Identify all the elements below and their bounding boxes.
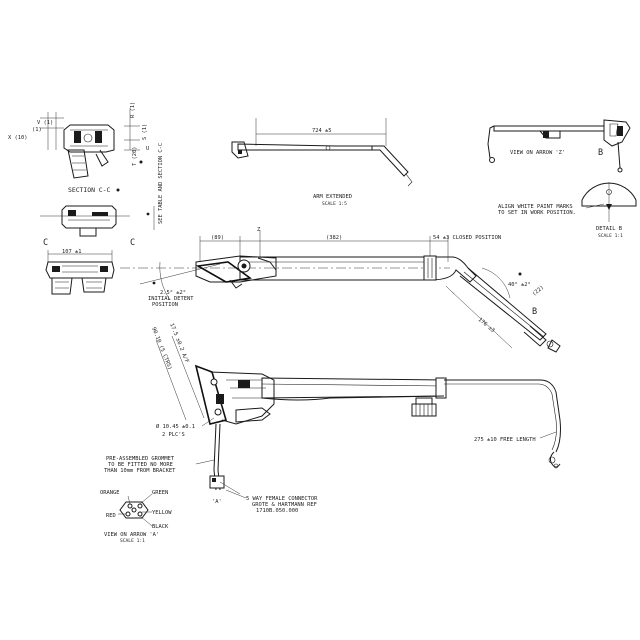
view-on-arrow-a: VIEW ON ARROW 'A': [104, 532, 159, 538]
dim-2-5deg: 2.5° ±2°: [160, 290, 186, 296]
view-a-scale: SCALE 1:1: [120, 538, 145, 544]
wire-green: GREEN: [152, 490, 168, 496]
dim-t: T (20): [132, 147, 138, 166]
detail-b-title: DETAIL B: [596, 226, 622, 232]
dim-plcs: 2 PLC'S: [162, 432, 185, 438]
dim-paren1: (1): [32, 127, 42, 133]
label-c-left: C: [43, 238, 48, 248]
wire-orange: ORANGE: [100, 490, 119, 496]
dim-17: 17.5 ±0.2 A/F: [168, 323, 189, 364]
dim-22: (22): [531, 285, 545, 298]
label-c-right: C: [130, 238, 135, 248]
view-c-bottom: C C 107 ±1: [43, 238, 135, 295]
detail-b-scale: SCALE 1:1: [598, 233, 623, 239]
arm-extended-view: 724 ±5 ARM EXTENDED SCALE 1:5: [231, 118, 413, 207]
dim-u: U: [146, 146, 149, 152]
dim-724: 724 ±5: [312, 128, 331, 134]
dim-r: R (1): [130, 102, 136, 118]
label-a: 'A': [212, 499, 222, 505]
dim-dia: Ø 10.45 ±0.1: [156, 423, 195, 430]
dim-176: 176 ±3: [477, 317, 496, 334]
section-cc-view: V (1) X (10) (1) R (1) S (1) T (20) U SE…: [8, 102, 149, 194]
grommet-1: PRE-ASSEMBLED GROMMET: [106, 456, 175, 462]
section-cc-title: SECTION C-C: [68, 186, 110, 194]
dim-54: 54 ±3 CLOSED POSITION: [433, 235, 501, 241]
dim-90: 90.10 (5 CTRS): [150, 327, 173, 371]
dim-89: (89): [211, 235, 224, 241]
initial-detent-2: POSITION: [152, 302, 178, 308]
view-on-arrow-z: VIEW ON ARROW 'Z': [510, 150, 565, 156]
label-b-top: B: [598, 148, 603, 158]
arm-extended-label: ARM EXTENDED: [313, 194, 352, 200]
dim-x: X (10): [8, 135, 27, 141]
wire-red: RED: [106, 513, 116, 519]
grommet-2: TO BE FITTED NO MORE: [108, 462, 173, 468]
label-z: Z: [257, 227, 261, 233]
wire-yellow: YELLOW: [152, 510, 172, 516]
dim-107: 107 ±1: [62, 249, 81, 255]
lower-assembly-view: 90.10 (5 CTRS) 17.5 ±0.2 A/F 'A': [104, 323, 561, 514]
align-note-2: TO SET IN WORK POSITION.: [498, 210, 576, 216]
dim-40deg: 40° ±2°: [508, 282, 531, 288]
initial-detent-1: INITIAL DETENT: [148, 296, 194, 302]
dim-v: V (1): [37, 120, 53, 126]
view-arrow-a: ORANGE GREEN RED YELLOW BLACK VIEW ON AR…: [100, 490, 172, 544]
connector-3: 1710B.050.000: [256, 508, 298, 514]
view-arrow-z: VIEW ON ARROW 'Z' B: [487, 119, 631, 173]
main-arm-view: (89) Z (382) 54 ±3 CLOSED POSITION: [120, 227, 561, 353]
align-note-1: ALIGN WHITE PAINT MARKS: [498, 204, 573, 210]
wire-black: BLACK: [152, 524, 169, 530]
detail-b-view: ALIGN WHITE PAINT MARKS TO SET IN WORK P…: [498, 182, 637, 239]
see-table-note: SEE TABLE AND SECTION C-C: [158, 143, 164, 224]
connector-1: 5 WAY FEMALE CONNECTOR: [246, 496, 318, 502]
connector-2: GROTE & HARTMANN REF: [252, 502, 317, 508]
grommet-3: THAN 10mm FROM BRACKET: [104, 468, 176, 474]
side-view-small: SEE TABLE AND SECTION C-C: [40, 143, 164, 237]
label-b-mid: B: [532, 307, 537, 317]
arm-scale: SCALE 1:5: [322, 201, 347, 207]
dim-382: (382): [326, 235, 342, 241]
dim-s: S (1): [142, 124, 148, 140]
dim-275: 275 ±10 FREE LENGTH: [474, 437, 536, 443]
